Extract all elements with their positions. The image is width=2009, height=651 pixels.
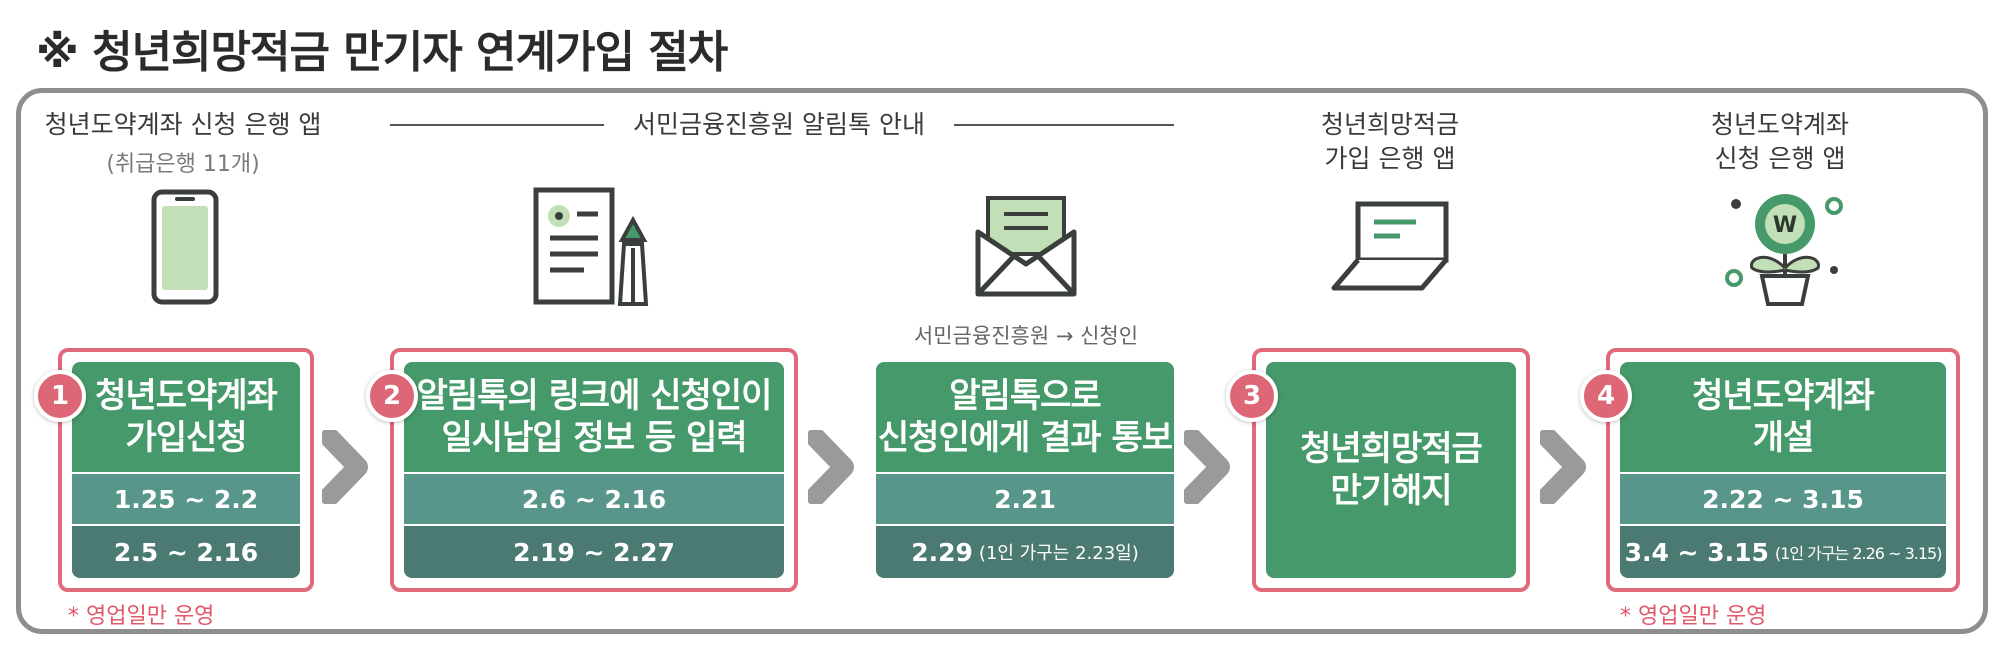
- step4-note: * 영업일만 운영: [1620, 604, 1767, 629]
- step3-highlight: [1252, 348, 1530, 592]
- step4-date2: 3.4 ~ 3.15 (1인 가구는 2.26 ~ 3.15): [1620, 526, 1946, 578]
- step4-badge: 4: [1580, 370, 1632, 422]
- page-title: ※ 청년희망적금 만기자 연계가입 절차: [36, 27, 728, 78]
- step1-highlight: [58, 348, 314, 592]
- step2-title-line2: 일시납입 정보 등 입력: [441, 418, 747, 458]
- smartphone-icon: [151, 189, 219, 305]
- header-col1-sub: (취급은행 11개): [106, 152, 260, 177]
- step3-badge: 3: [1226, 370, 1278, 422]
- step2-date2: 2.19 ~ 2.27: [404, 526, 784, 578]
- step1-date2: 2.5 ~ 2.16: [72, 526, 300, 578]
- header-col4-line1: 청년희망적금: [1320, 110, 1459, 139]
- header-divider-left: [390, 124, 604, 126]
- header-col23: 서민금융진흥원 알림톡 안내: [633, 110, 925, 139]
- document-pen-icon: [533, 187, 649, 306]
- step4-title-box: 청년도약계좌 개설: [1620, 362, 1946, 472]
- step-notify-title-line1: 알림톡으로: [949, 376, 1101, 416]
- step1-date1: 1.25 ~ 2.2: [72, 474, 300, 524]
- laptop-icon: [1331, 201, 1449, 291]
- step1-badge: 1: [34, 370, 86, 422]
- step4-title-line2: 개설: [1752, 418, 1815, 458]
- step4-date2-main: 3.4 ~ 3.15: [1624, 537, 1769, 567]
- chevron-right-icon: [808, 430, 854, 504]
- step1-title-line2: 가입신청: [125, 418, 247, 458]
- header-col5-line2: 신청 은행 앱: [1714, 144, 1846, 173]
- step-notify-title-line2: 신청인에게 결과 통보: [877, 418, 1173, 458]
- step-notify-title-box: 알림톡으로 신청인에게 결과 통보: [876, 362, 1174, 472]
- svg-text:W: W: [1773, 213, 1797, 238]
- header-col5-line1: 청년도약계좌: [1710, 110, 1849, 139]
- step2-title-box: 알림톡의 링크에 신청인이 일시납입 정보 등 입력: [404, 362, 784, 472]
- step4-date1: 2.22 ~ 3.15: [1620, 474, 1946, 524]
- chevron-right-icon: [1184, 430, 1230, 504]
- step4-title-line1: 청년도약계좌: [1692, 376, 1875, 416]
- header-col1: 청년도약계좌 신청 은행 앱: [44, 110, 322, 139]
- step2-highlight: [390, 348, 798, 592]
- chevron-right-icon: [1540, 430, 1586, 504]
- procedure-frame: [16, 88, 1988, 634]
- money-plant-icon: W: [1725, 194, 1843, 306]
- step4-date2-note: (1인 가구는 2.26 ~ 3.15): [1774, 544, 1943, 563]
- step3-title-line1: 청년희망적금: [1300, 429, 1483, 469]
- step2-title-line1: 알림톡의 링크에 신청인이: [416, 376, 773, 416]
- step-notify-date2-note: (1인 가구는 2.23일): [978, 543, 1139, 564]
- step3-title-line2: 만기해지: [1330, 471, 1452, 511]
- step4-highlight: [1606, 348, 1960, 592]
- step1-title-line1: 청년도약계좌: [95, 376, 278, 416]
- step-notify-date2: 2.29 (1인 가구는 2.23일): [876, 526, 1174, 578]
- step-notify-date2-main: 2.29: [911, 537, 973, 567]
- step3-title-box: 청년희망적금 만기해지: [1266, 362, 1516, 578]
- header-col4-line2: 가입 은행 앱: [1324, 144, 1456, 173]
- header-divider-right: [954, 124, 1174, 126]
- envelope-icon: [975, 196, 1077, 297]
- step1-title-box: 청년도약계좌 가입신청: [72, 362, 300, 472]
- route-label: 서민금융진흥원 → 신청인: [913, 324, 1139, 348]
- chevron-right-icon: [322, 430, 368, 504]
- step-notify-date1: 2.21: [876, 474, 1174, 524]
- step1-note: * 영업일만 운영: [68, 604, 215, 629]
- step2-date1: 2.6 ~ 2.16: [404, 474, 784, 524]
- step2-badge: 2: [366, 370, 418, 422]
